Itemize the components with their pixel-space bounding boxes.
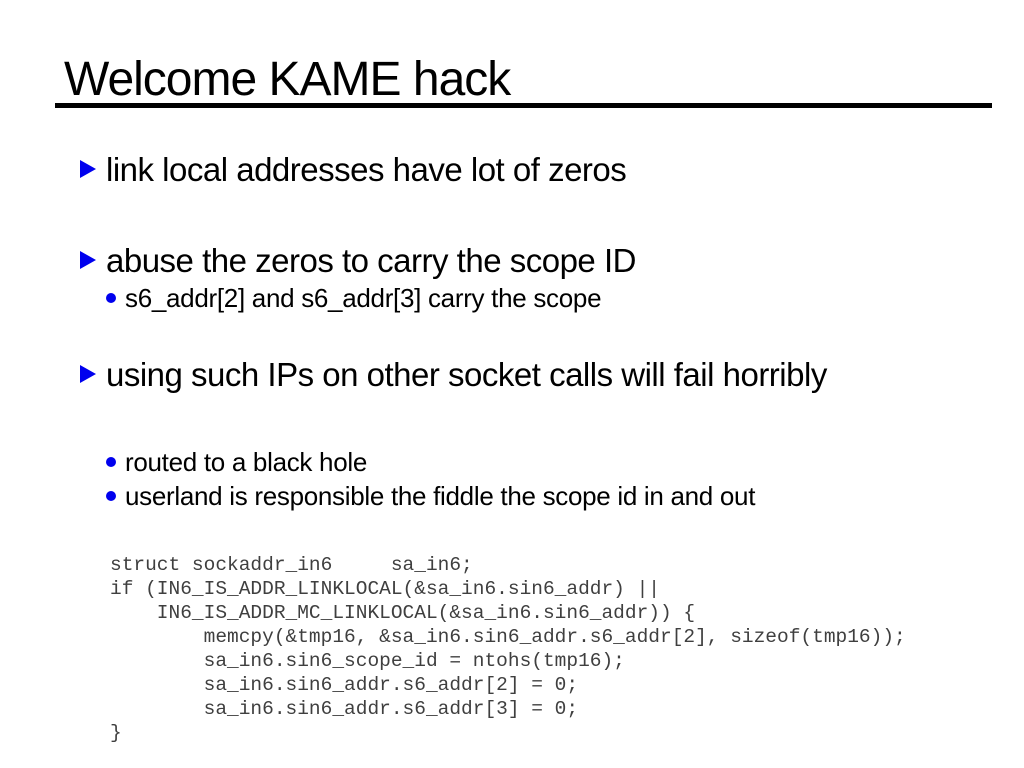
sub-bullet-item: userland is responsible the fiddle the s… (106, 479, 755, 513)
triangle-bullet-icon (80, 160, 96, 178)
dot-bullet-icon (106, 457, 116, 467)
bullet-text: using such IPs on other socket calls wil… (106, 356, 827, 393)
sub-bullet-text: userland is responsible the fiddle the s… (125, 481, 756, 511)
code-block: struct sockaddr_in6 sa_in6; if (IN6_IS_A… (110, 554, 906, 744)
bullet-item: using such IPs on other socket calls wil… (80, 352, 827, 398)
dot-bullet-icon (106, 293, 116, 303)
bullet-text: link local addresses have lot of zeros (106, 151, 627, 188)
dot-bullet-icon (106, 491, 116, 501)
sub-bullet-item: routed to a black hole (106, 445, 367, 479)
sub-bullet-item: s6_addr[2] and s6_addr[3] carry the scop… (106, 281, 602, 315)
sub-bullet-text: routed to a black hole (125, 447, 368, 477)
triangle-bullet-icon (80, 365, 96, 383)
bullet-item: abuse the zeros to carry the scope ID (80, 238, 636, 284)
sub-bullet-text: s6_addr[2] and s6_addr[3] carry the scop… (125, 283, 602, 313)
triangle-bullet-icon (80, 251, 96, 269)
bullet-item: link local addresses have lot of zeros (80, 147, 627, 193)
bullet-text: abuse the zeros to carry the scope ID (106, 242, 636, 279)
title-underline (55, 103, 992, 108)
slide-title: Welcome KAME hack (64, 53, 511, 106)
